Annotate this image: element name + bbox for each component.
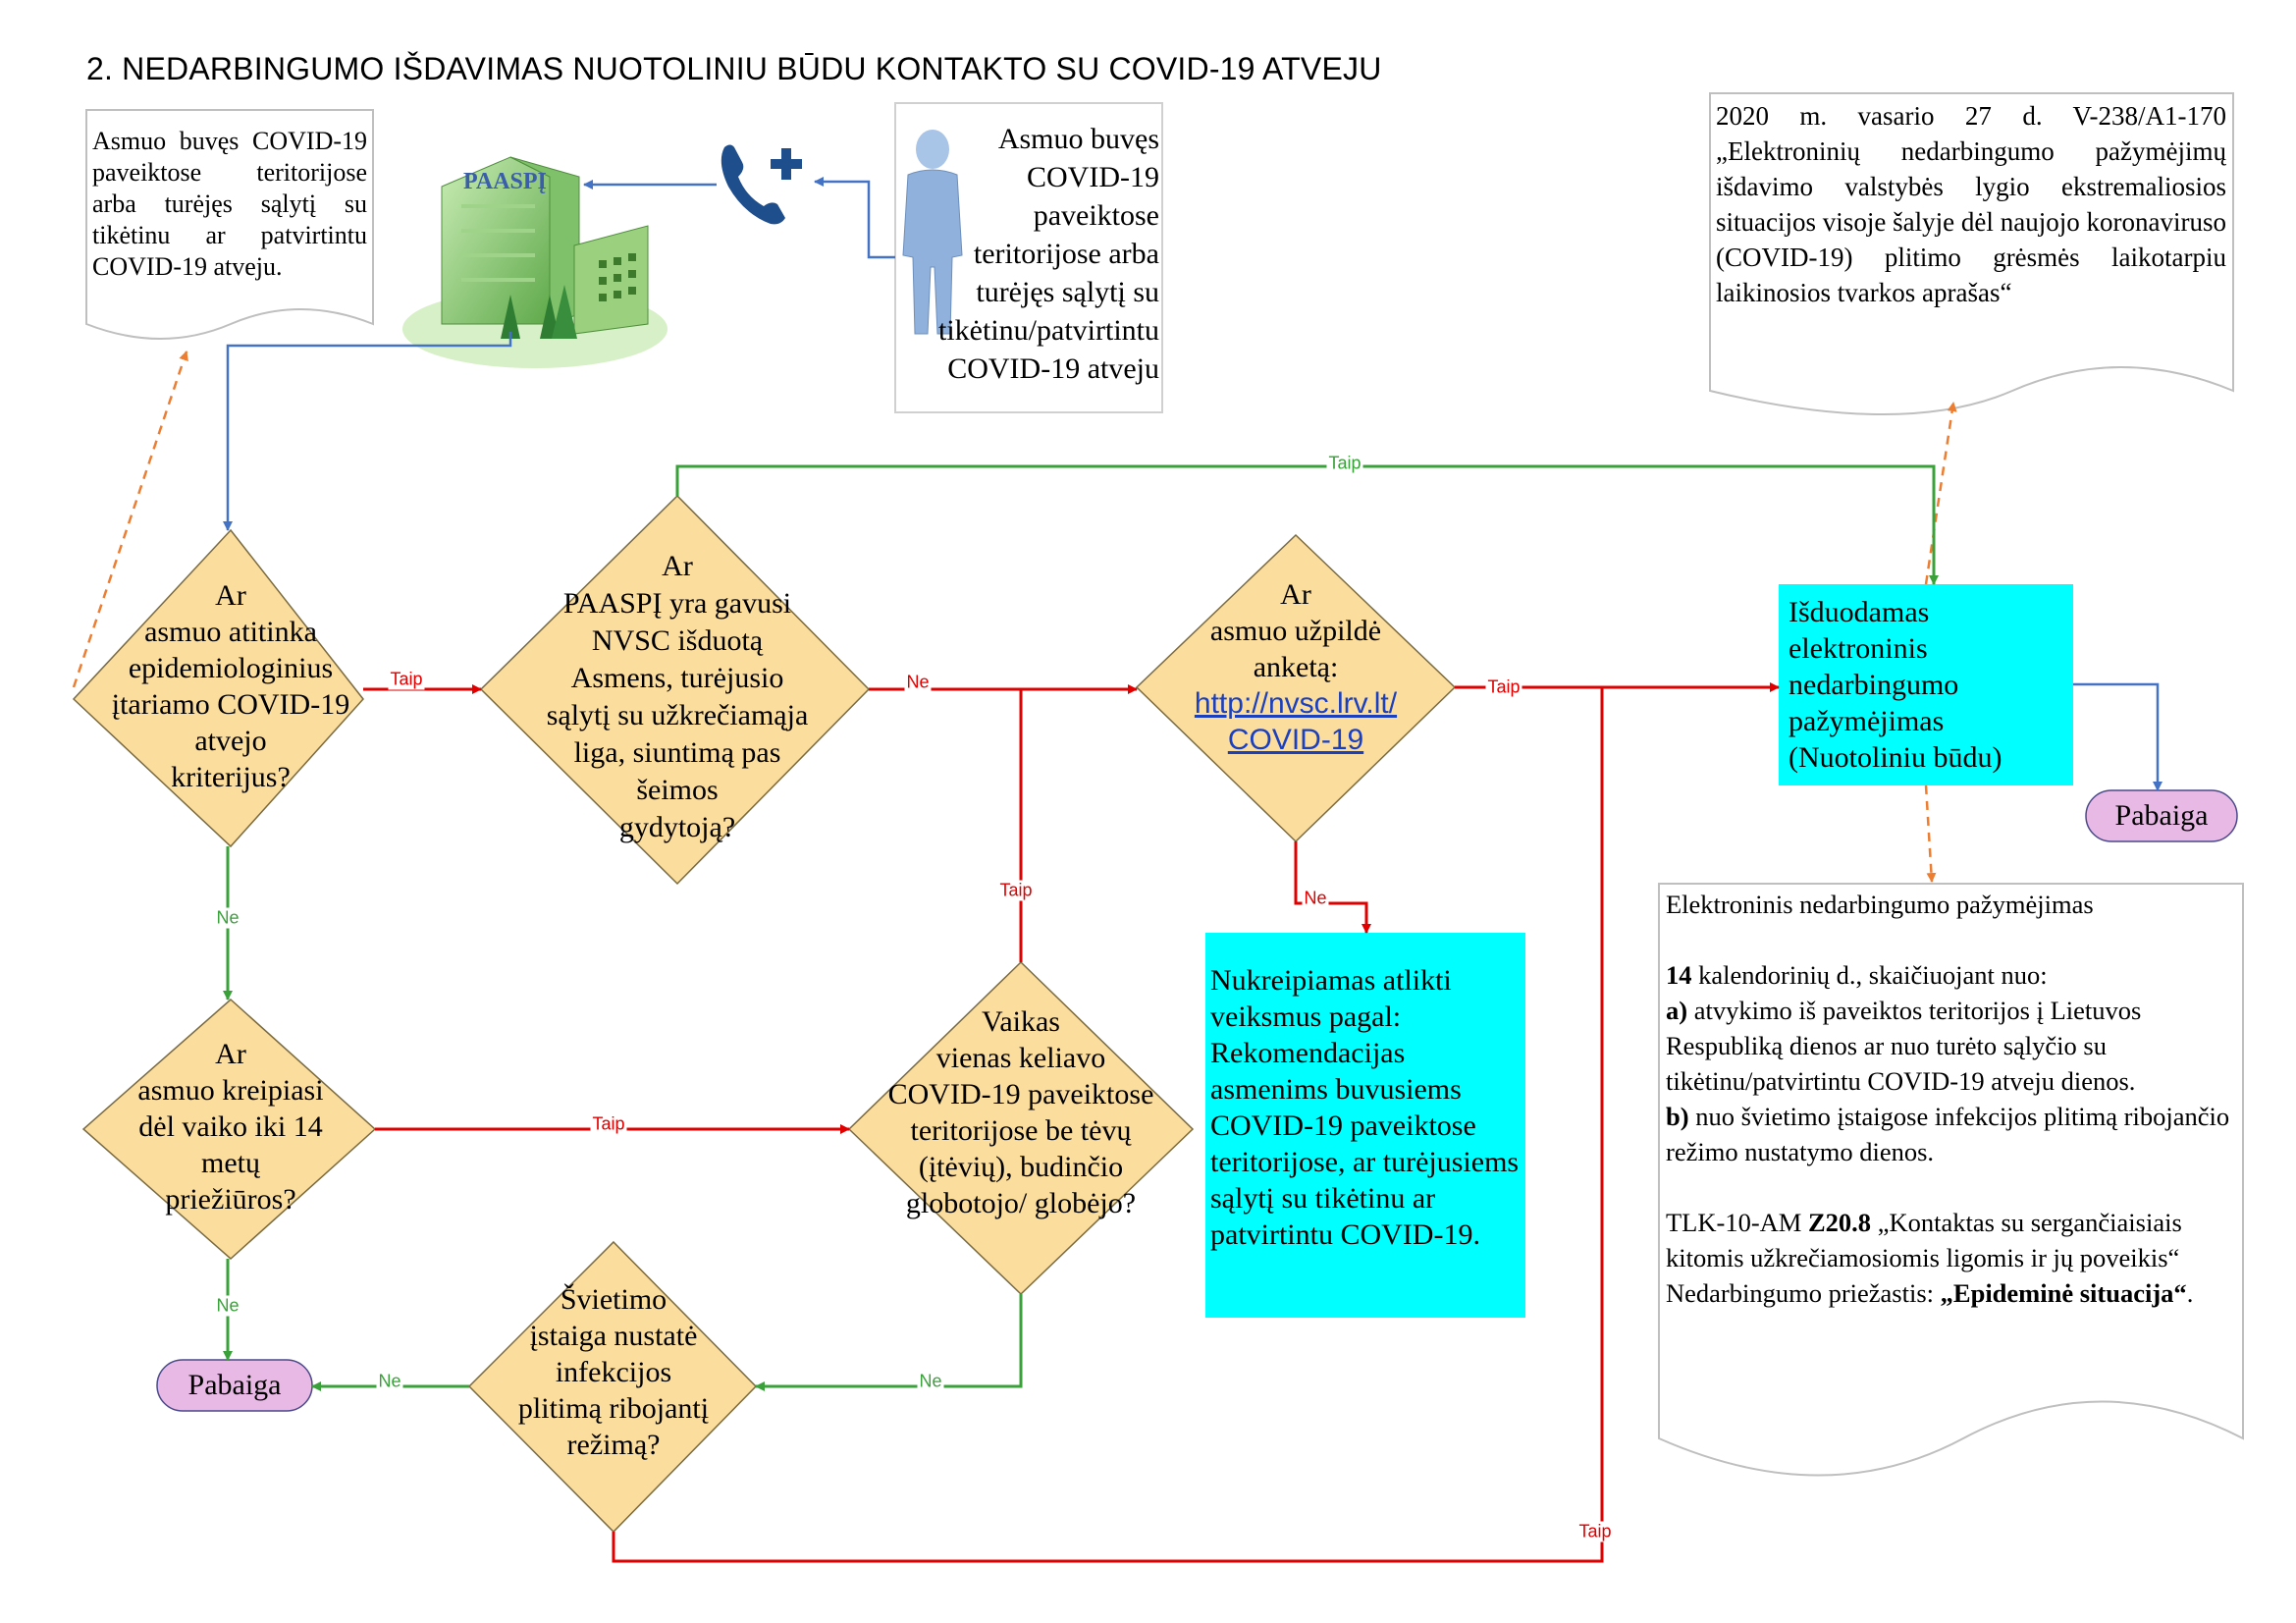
decision-d4-text: Ar asmuo kreipiasi dėl vaiko iki 14 metų… [137, 1038, 324, 1216]
label-d6-no: Ne [376, 1371, 403, 1392]
decision-d6-text: Švietimo įstaiga nustatė infekcijos plit… [517, 1283, 710, 1461]
label-d5-no: Ne [917, 1371, 944, 1392]
cert-reason-end: . [2186, 1278, 2194, 1308]
connector-d2-to-issued [675, 464, 1939, 585]
anketa-link[interactable]: http://nvsc.lrv.lt/ [1194, 687, 1398, 720]
cert-tlk-rest: „Kontaktas su sergančiaisiais kitomis už… [1666, 1208, 2182, 1272]
connector-issued-to-legal [1924, 402, 1957, 585]
cert-reason-value: „Epideminė situacija“ [1940, 1278, 2187, 1308]
referral-box-shape [1205, 933, 1525, 1318]
connector-person-to-phone [814, 177, 895, 259]
note-left-text: Asmuo buvęs COVID-19 paveiktose teritori… [92, 127, 367, 281]
connector-paaspi-to-d1 [223, 332, 512, 531]
cert-b-marker: b) [1666, 1102, 1689, 1131]
connector-d1-to-note [72, 351, 188, 688]
label-d2-yes: Taip [1326, 453, 1363, 474]
decision-d2-text: Ar PAASPĮ yra gavusi NVSC išduotą Asmens… [546, 550, 809, 843]
cert-days-rest: kalendorinių d., skaičiuojant nuo: [1691, 960, 2048, 990]
issued-box-shape [1779, 584, 2073, 785]
end-terminal-right: Pabaiga [2114, 799, 2209, 832]
person-icon [902, 130, 963, 335]
cert-doc-shape [1658, 883, 2244, 1477]
person-text: Asmuo buvęs COVID-19 paveiktose teritori… [938, 123, 1159, 385]
phone-plus-icon [721, 144, 802, 225]
label-d6-yes: Taip [1576, 1521, 1614, 1542]
paaspi-label: PAASPĮ [463, 169, 547, 194]
decision-d4-shape [81, 998, 377, 1261]
connector-issued-to-end [2073, 682, 2163, 791]
connector-d3-to-referral [1294, 841, 1371, 934]
legal-doc-text: 2020 m. vasario 27 d. V-238/A1-170 „Elek… [1716, 101, 2226, 307]
cert-tlk-pre: TLK-10-AM [1666, 1208, 1808, 1237]
note-left-shape [85, 109, 374, 340]
cert-a-text: atvykimo iš paveiktos teritorijos į Liet… [1666, 996, 2142, 1096]
page-title: 2. NEDARBINGUMO IŠDAVIMAS NUOTOLINIU BŪD… [86, 51, 1382, 86]
cert-reason-pre: Nedarbingumo priežastis: [1666, 1278, 1941, 1308]
connector-issued-to-cert [1924, 784, 1937, 883]
legal-doc-shape [1709, 92, 2234, 415]
cert-reason: Nedarbingumo priežastis: „Epideminė situ… [1666, 1275, 2240, 1311]
referral-box-text: Nukreipiamas atlikti veiksmus pagal: Rek… [1210, 964, 1520, 1251]
label-d3-yes: Taip [1485, 676, 1522, 698]
decision-d1-text: Ar asmuo atitinka epidemiologinius įtari… [111, 579, 350, 793]
label-d4-no: Ne [214, 1295, 241, 1317]
decision-d3-text: Ar asmuo užpildė anketą: http://nvsc.lrv… [1168, 576, 1423, 758]
label-d1-no: Ne [214, 907, 241, 929]
paaspi-building-icon [402, 156, 667, 368]
connector-d5-to-d6 [755, 1294, 1023, 1391]
cert-b-text: nuo švietimo įstaigose infekcijos plitim… [1666, 1102, 2230, 1166]
cert-days: 14 kalendorinių d., skaičiuojant nuo: [1666, 957, 2240, 993]
cert-option-a: a) atvykimo iš paveiktos teritorijos į L… [1666, 993, 2240, 1099]
label-d2-no: Ne [904, 672, 932, 693]
cert-a-marker: a) [1666, 996, 1688, 1025]
cert-text: Elektroninis nedarbingumo pažymėjimas 14… [1666, 887, 2240, 1311]
decision-d1-shape [72, 528, 364, 848]
label-d1-yes: Taip [388, 669, 425, 690]
cert-option-b: b) nuo švietimo įstaigose infekcijos pli… [1666, 1099, 2240, 1169]
label-d4-yes: Taip [590, 1113, 627, 1135]
cert-tlk: TLK-10-AM Z20.8 „Kontaktas su sergančiai… [1666, 1205, 2240, 1275]
end-terminal-left: Pabaiga [187, 1369, 282, 1401]
anketa-link-path[interactable]: COVID-19 [1227, 724, 1364, 756]
label-d3-no: Ne [1302, 888, 1329, 909]
issued-box-text: Išduodamas elektroninis nedarbingumo paž… [1789, 596, 2002, 774]
cert-tlk-code: Z20.8 [1808, 1208, 1872, 1237]
cert-days-number: 14 [1666, 960, 1692, 990]
decision-d5-text: Vaikas vienas keliavo COVID-19 paveiktos… [887, 1005, 1154, 1219]
connector-d6-to-main [612, 687, 1604, 1563]
decision-d3-question: Ar asmuo užpildė anketą: [1209, 578, 1382, 683]
decision-d2-shape [479, 494, 871, 886]
label-d5-yes: Taip [997, 880, 1035, 901]
cert-heading: Elektroninis nedarbingumo pažymėjimas [1666, 890, 2094, 919]
